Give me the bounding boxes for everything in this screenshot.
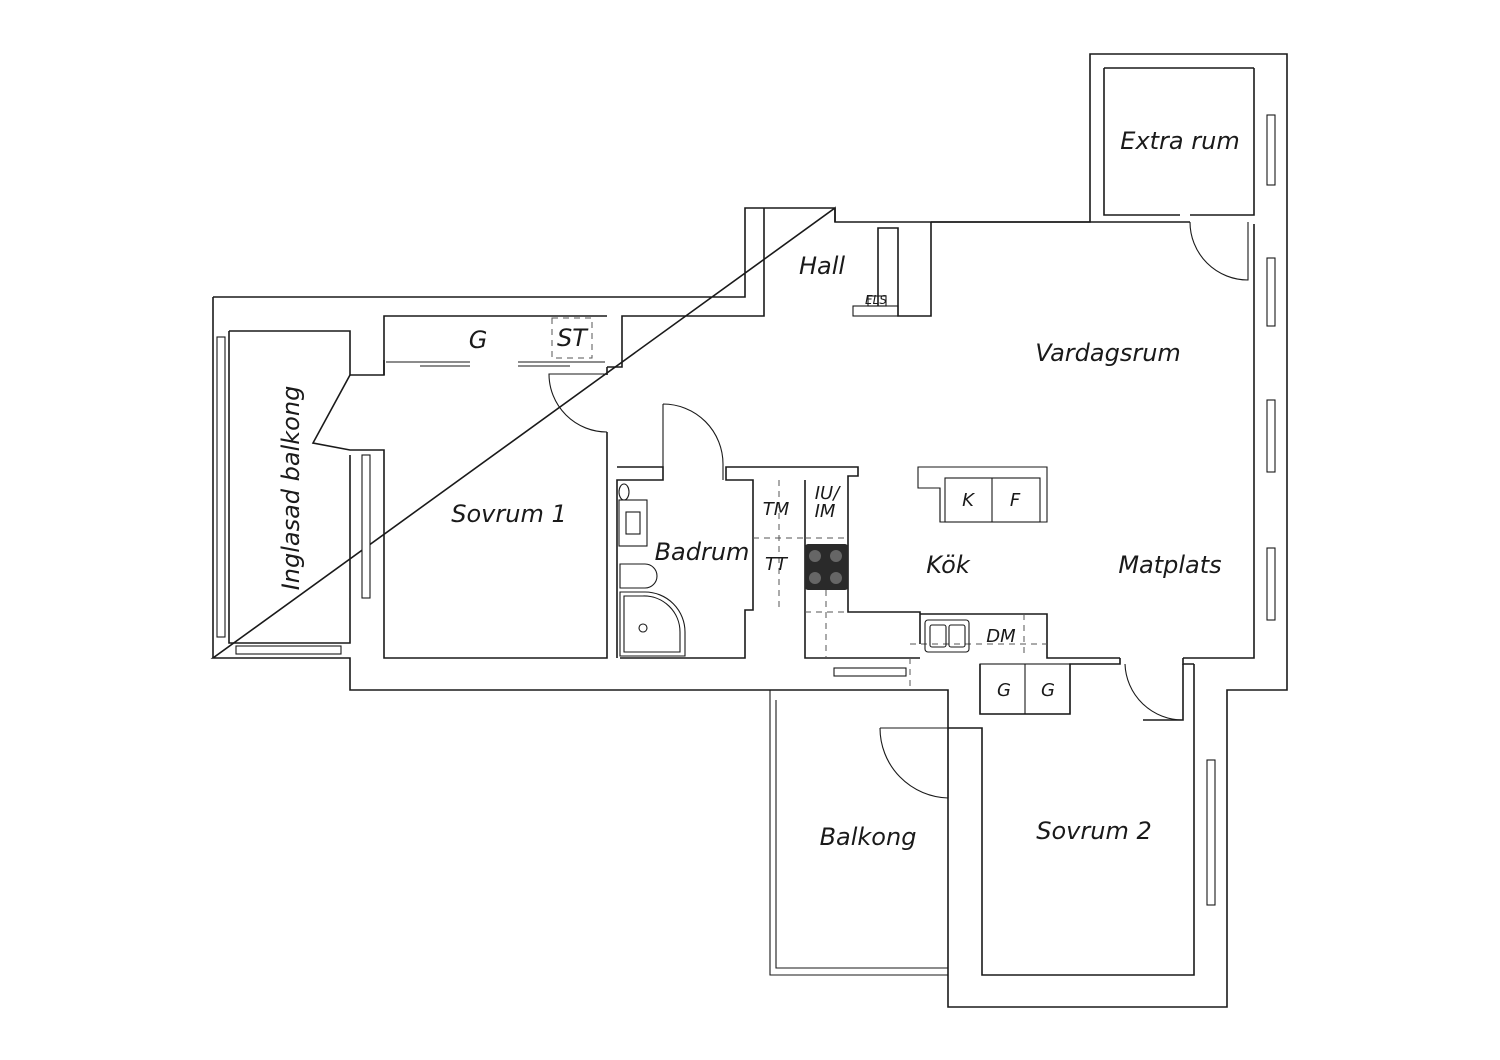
doors xyxy=(386,221,1249,799)
left-walls xyxy=(212,297,1048,659)
window-extra-rum xyxy=(1266,114,1276,186)
room-label-sovrum2: Sovrum 2 xyxy=(1036,817,1151,845)
fixture-label-iu: IU/ xyxy=(815,483,841,504)
bathroom-fixtures xyxy=(618,483,686,657)
kitchen xyxy=(805,466,1071,715)
room-label-vardagsrum: Vardagsrum xyxy=(1035,339,1181,367)
room-label-hall: Hall xyxy=(799,252,845,280)
fixture-label-dm: DM xyxy=(986,626,1016,647)
balcony-outline xyxy=(769,690,948,976)
st-storage-outline xyxy=(551,317,593,359)
shower xyxy=(619,591,686,657)
window-sovrum1 xyxy=(361,454,371,599)
fixture-label-g-wardrobe: G xyxy=(469,326,488,354)
room-label-matplats: Matplats xyxy=(1118,551,1221,579)
fixture-label-f: F xyxy=(1010,490,1021,511)
window-sovrum2 xyxy=(1206,759,1216,906)
room-label-kok: Kök xyxy=(926,551,971,579)
outer-walls xyxy=(210,53,1288,1008)
fixture-label-tm: TM xyxy=(763,499,790,520)
laundry-column xyxy=(753,480,805,612)
fixture-label-im: IM xyxy=(815,501,836,522)
fixture-label-st: ST xyxy=(557,324,589,352)
window-glazed-balcony-left xyxy=(216,336,226,638)
labels: Extra rum Hall Vardagsrum Sovrum 1 Ingla… xyxy=(277,127,1240,851)
fixture-label-tt: TT xyxy=(765,554,789,575)
fixture-label-k: K xyxy=(962,490,975,511)
fixture-label-g1: G xyxy=(997,680,1011,701)
room-label-sovrum1: Sovrum 1 xyxy=(451,500,566,528)
windows xyxy=(216,114,1276,906)
els-unit xyxy=(852,295,899,317)
room-label-badrum: Badrum xyxy=(655,538,750,566)
window-glazed-balcony-bottom xyxy=(235,645,342,655)
room-label-inglasad-balkong: Inglasad balkong xyxy=(277,386,305,591)
window-vardagsrum-1 xyxy=(1266,257,1276,327)
toilet xyxy=(619,563,658,589)
room-label-balkong: Balkong xyxy=(820,823,917,851)
fixture-label-g2: G xyxy=(1041,680,1055,701)
window-kok xyxy=(833,667,907,677)
kitchen-sink xyxy=(924,619,970,653)
stove-hob xyxy=(805,544,848,590)
fixture-label-els: ELS xyxy=(865,293,887,307)
window-vardagsrum-2 xyxy=(1266,399,1276,473)
sink xyxy=(618,499,648,547)
window-matplats xyxy=(1266,547,1276,621)
room-label-extra-rum: Extra rum xyxy=(1120,127,1239,155)
